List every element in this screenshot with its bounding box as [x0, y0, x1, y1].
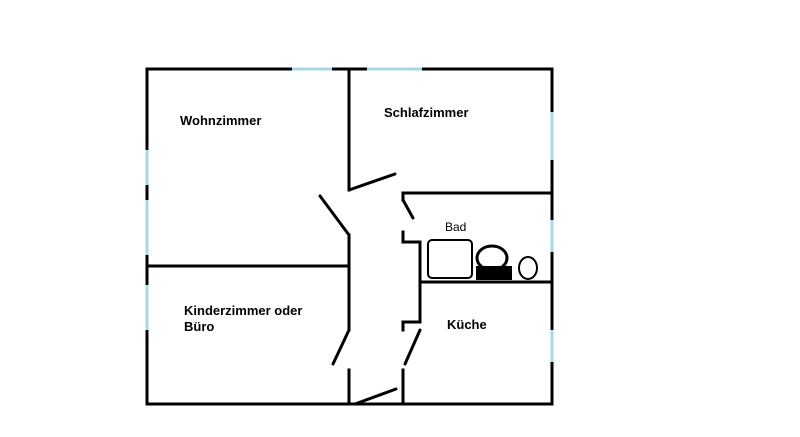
door-wohnzimmer: [318, 194, 351, 237]
door-entrance: [353, 387, 398, 406]
room-label-schlafzimmer: Schlafzimmer: [384, 105, 469, 120]
washbasin-cabinet-icon: [476, 266, 512, 280]
toilet-icon: [518, 256, 538, 280]
door-bad: [401, 198, 415, 220]
room-label-bad: Bad: [445, 220, 467, 234]
bathtub-icon: [427, 239, 473, 279]
door-schlafzimmer: [347, 172, 397, 192]
room-label-kinderzimmer-line1: Kinderzimmer oder: [184, 303, 303, 318]
room-label-kueche: Küche: [447, 317, 487, 332]
door-kueche: [403, 328, 422, 366]
door-kinderzimmer: [331, 328, 351, 366]
room-label-wohnzimmer: Wohnzimmer: [180, 113, 262, 128]
room-label-kinderzimmer-line2: Büro: [184, 319, 215, 334]
